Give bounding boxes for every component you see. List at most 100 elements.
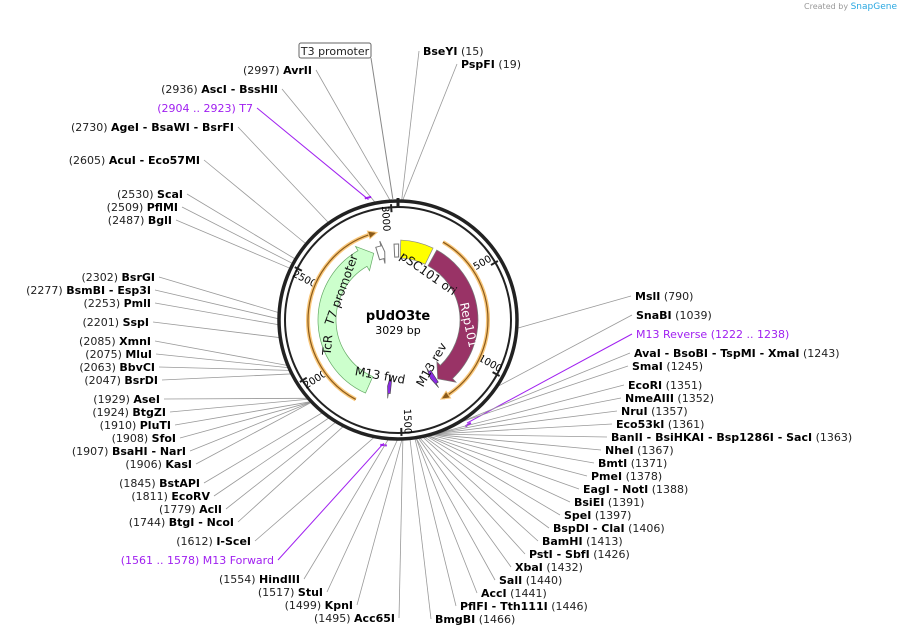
site-label[interactable]: (2063) BbvCI (79, 361, 155, 374)
site-label[interactable]: (1845) BstAPI (119, 477, 200, 490)
site-label[interactable]: BmgBI (1466) (435, 613, 515, 626)
leader-line (435, 433, 608, 438)
site-label[interactable]: (1554) HindIII (219, 573, 300, 586)
site-label[interactable]: NmeAIII (1352) (625, 392, 714, 405)
enzyme-name: ScaI (157, 188, 183, 201)
site-position: (1811) (131, 490, 168, 503)
enzyme-name: TspMI (720, 347, 756, 360)
site-position: (1466) (479, 613, 516, 626)
site-label[interactable]: SpeI (1397) (564, 509, 631, 522)
site-label[interactable]: (1908) SfoI (112, 432, 176, 445)
site-label[interactable]: (1495) Acc65I (314, 612, 395, 625)
site-label[interactable]: BspDI - ClaI (1406) (553, 522, 665, 535)
site-label[interactable]: (2047) BsrDI (84, 374, 158, 387)
enzyme-name: SspI (123, 316, 149, 329)
site-label[interactable]: BsiEI (1391) (574, 496, 644, 509)
site-label[interactable]: BanII - BsiHKAI - Bsp1286I - SacI (1363) (611, 431, 852, 444)
site-label[interactable]: Eco53kI (1361) (616, 418, 704, 431)
leader-line (398, 439, 404, 619)
site-label[interactable]: BmtI (1371) (598, 457, 667, 470)
site-position: (1517) (258, 586, 295, 599)
site-label[interactable]: SnaBI (1039) (636, 309, 712, 322)
enzyme-name: BssHII (239, 83, 278, 96)
leader-line (179, 401, 311, 439)
leader-line (326, 439, 398, 593)
site-label[interactable]: SalI (1440) (499, 574, 562, 587)
leader-line (461, 365, 629, 423)
site-label[interactable]: (2253) PmlI (84, 297, 151, 310)
m13-fwd-feature[interactable] (387, 374, 393, 399)
snapgene-credit: Created by SnapGene (804, 2, 897, 12)
site-label[interactable]: (2487) BglI (108, 214, 172, 227)
site-label[interactable]: XbaI (1432) (515, 561, 583, 574)
primer-label[interactable]: (1561 .. 1578) M13 Forward (121, 554, 274, 567)
enzyme-name: BstAPI (159, 477, 200, 490)
rep101-orf-arrow[interactable] (442, 241, 489, 399)
site-label[interactable]: NheI (1367) (605, 444, 674, 457)
site-label[interactable]: (2201) SspI (82, 316, 149, 329)
pSC101-ori-feature[interactable] (399, 239, 434, 265)
site-label[interactable]: SmaI (1245) (632, 360, 703, 373)
site-position: (1391) (608, 496, 645, 509)
site-label[interactable]: (1744) BtgI - NcoI (129, 516, 234, 529)
leader-line (161, 373, 291, 381)
site-label[interactable]: (2075) MluI (85, 348, 152, 361)
site-label[interactable]: (2530) ScaI (117, 188, 183, 201)
site-label[interactable]: (1811) EcoRV (131, 490, 210, 503)
rep101-feature[interactable] (427, 249, 479, 383)
site-label[interactable]: NruI (1357) (621, 405, 688, 418)
site-label[interactable]: (1612) I-SceI (176, 535, 251, 548)
site-label[interactable]: PspFI (19) (461, 58, 521, 71)
site-label[interactable]: BamHI (1413) (542, 535, 623, 548)
site-position: (2047) (84, 374, 121, 387)
site-label[interactable]: PmeI (1378) (591, 470, 662, 483)
site-label[interactable]: BseYI (15) (423, 45, 484, 58)
site-position: (1378) (626, 470, 663, 483)
t3-promoter-box[interactable] (298, 42, 372, 59)
tcr-orf-arrow[interactable] (307, 232, 375, 400)
primer-label[interactable]: (2904 .. 2923) T7 (157, 102, 253, 115)
enzyme-name: Bsp1286I (716, 431, 774, 444)
site-label[interactable]: (1910) PluTI (100, 419, 171, 432)
m13-rev-feature[interactable] (426, 366, 439, 388)
site-label[interactable]: AccI (1441) (481, 587, 547, 600)
site-label[interactable]: MslI (790) (635, 290, 693, 303)
tcr-feature[interactable] (317, 245, 375, 394)
site-label[interactable]: (2605) AcuI - Eco57MI (69, 154, 200, 167)
site-label[interactable]: (2936) AscI - BssHII (161, 83, 278, 96)
leader-line (163, 397, 308, 400)
site-label[interactable]: (2730) AgeI - BsaWI - BsrFI (71, 121, 234, 134)
site-label[interactable]: (2302) BsrGI (81, 271, 155, 284)
site-label[interactable]: (1779) AclI (159, 503, 222, 516)
site-label[interactable]: EcoRI (1351) (628, 379, 702, 392)
site-label[interactable]: (1499) KpnI (285, 599, 353, 612)
site-label[interactable]: (1929) AseI (93, 393, 160, 406)
enzyme-name: EcoRI (628, 379, 662, 392)
t3-promoter-callout[interactable]: T3 promoter (298, 42, 394, 201)
leader-line (315, 69, 391, 201)
primer-label[interactable]: M13 Reverse (1222 .. 1238) (636, 328, 789, 341)
leader-line (409, 439, 432, 620)
site-label[interactable]: (1517) StuI (258, 586, 323, 599)
t3-promoter-feature[interactable] (393, 243, 400, 258)
site-label[interactable]: (2277) BsmBI - Esp3I (26, 284, 151, 297)
site-label[interactable]: EagI - NotI (1388) (583, 483, 688, 496)
site-label[interactable]: PstI - SbfI (1426) (529, 548, 630, 561)
enzyme-name: SacI (786, 431, 812, 444)
site-label[interactable]: (2997) AvrII (243, 64, 312, 77)
site-label[interactable]: (2085) XmnI (79, 335, 151, 348)
site-label[interactable]: (2509) PflMI (107, 201, 178, 214)
enzyme-name: BmtI (598, 457, 627, 470)
enzyme-name: PflMI (147, 201, 178, 214)
leader-line (237, 126, 329, 223)
site-label[interactable]: AvaI - BsoBI - TspMI - XmaI (1243) (634, 347, 840, 360)
site-position: (19) (498, 58, 521, 71)
t7-promoter-feature[interactable] (375, 240, 386, 264)
site-label[interactable]: (1907) BsaHI - NarI (72, 445, 186, 458)
enzyme-name: StuI (298, 586, 323, 599)
site-label[interactable]: PflFI - Tth111I (1446) (460, 600, 588, 613)
site-position: (1910) (100, 419, 137, 432)
site-label[interactable]: (1924) BtgZI (92, 406, 166, 419)
site-label[interactable]: (1906) KasI (125, 458, 192, 471)
